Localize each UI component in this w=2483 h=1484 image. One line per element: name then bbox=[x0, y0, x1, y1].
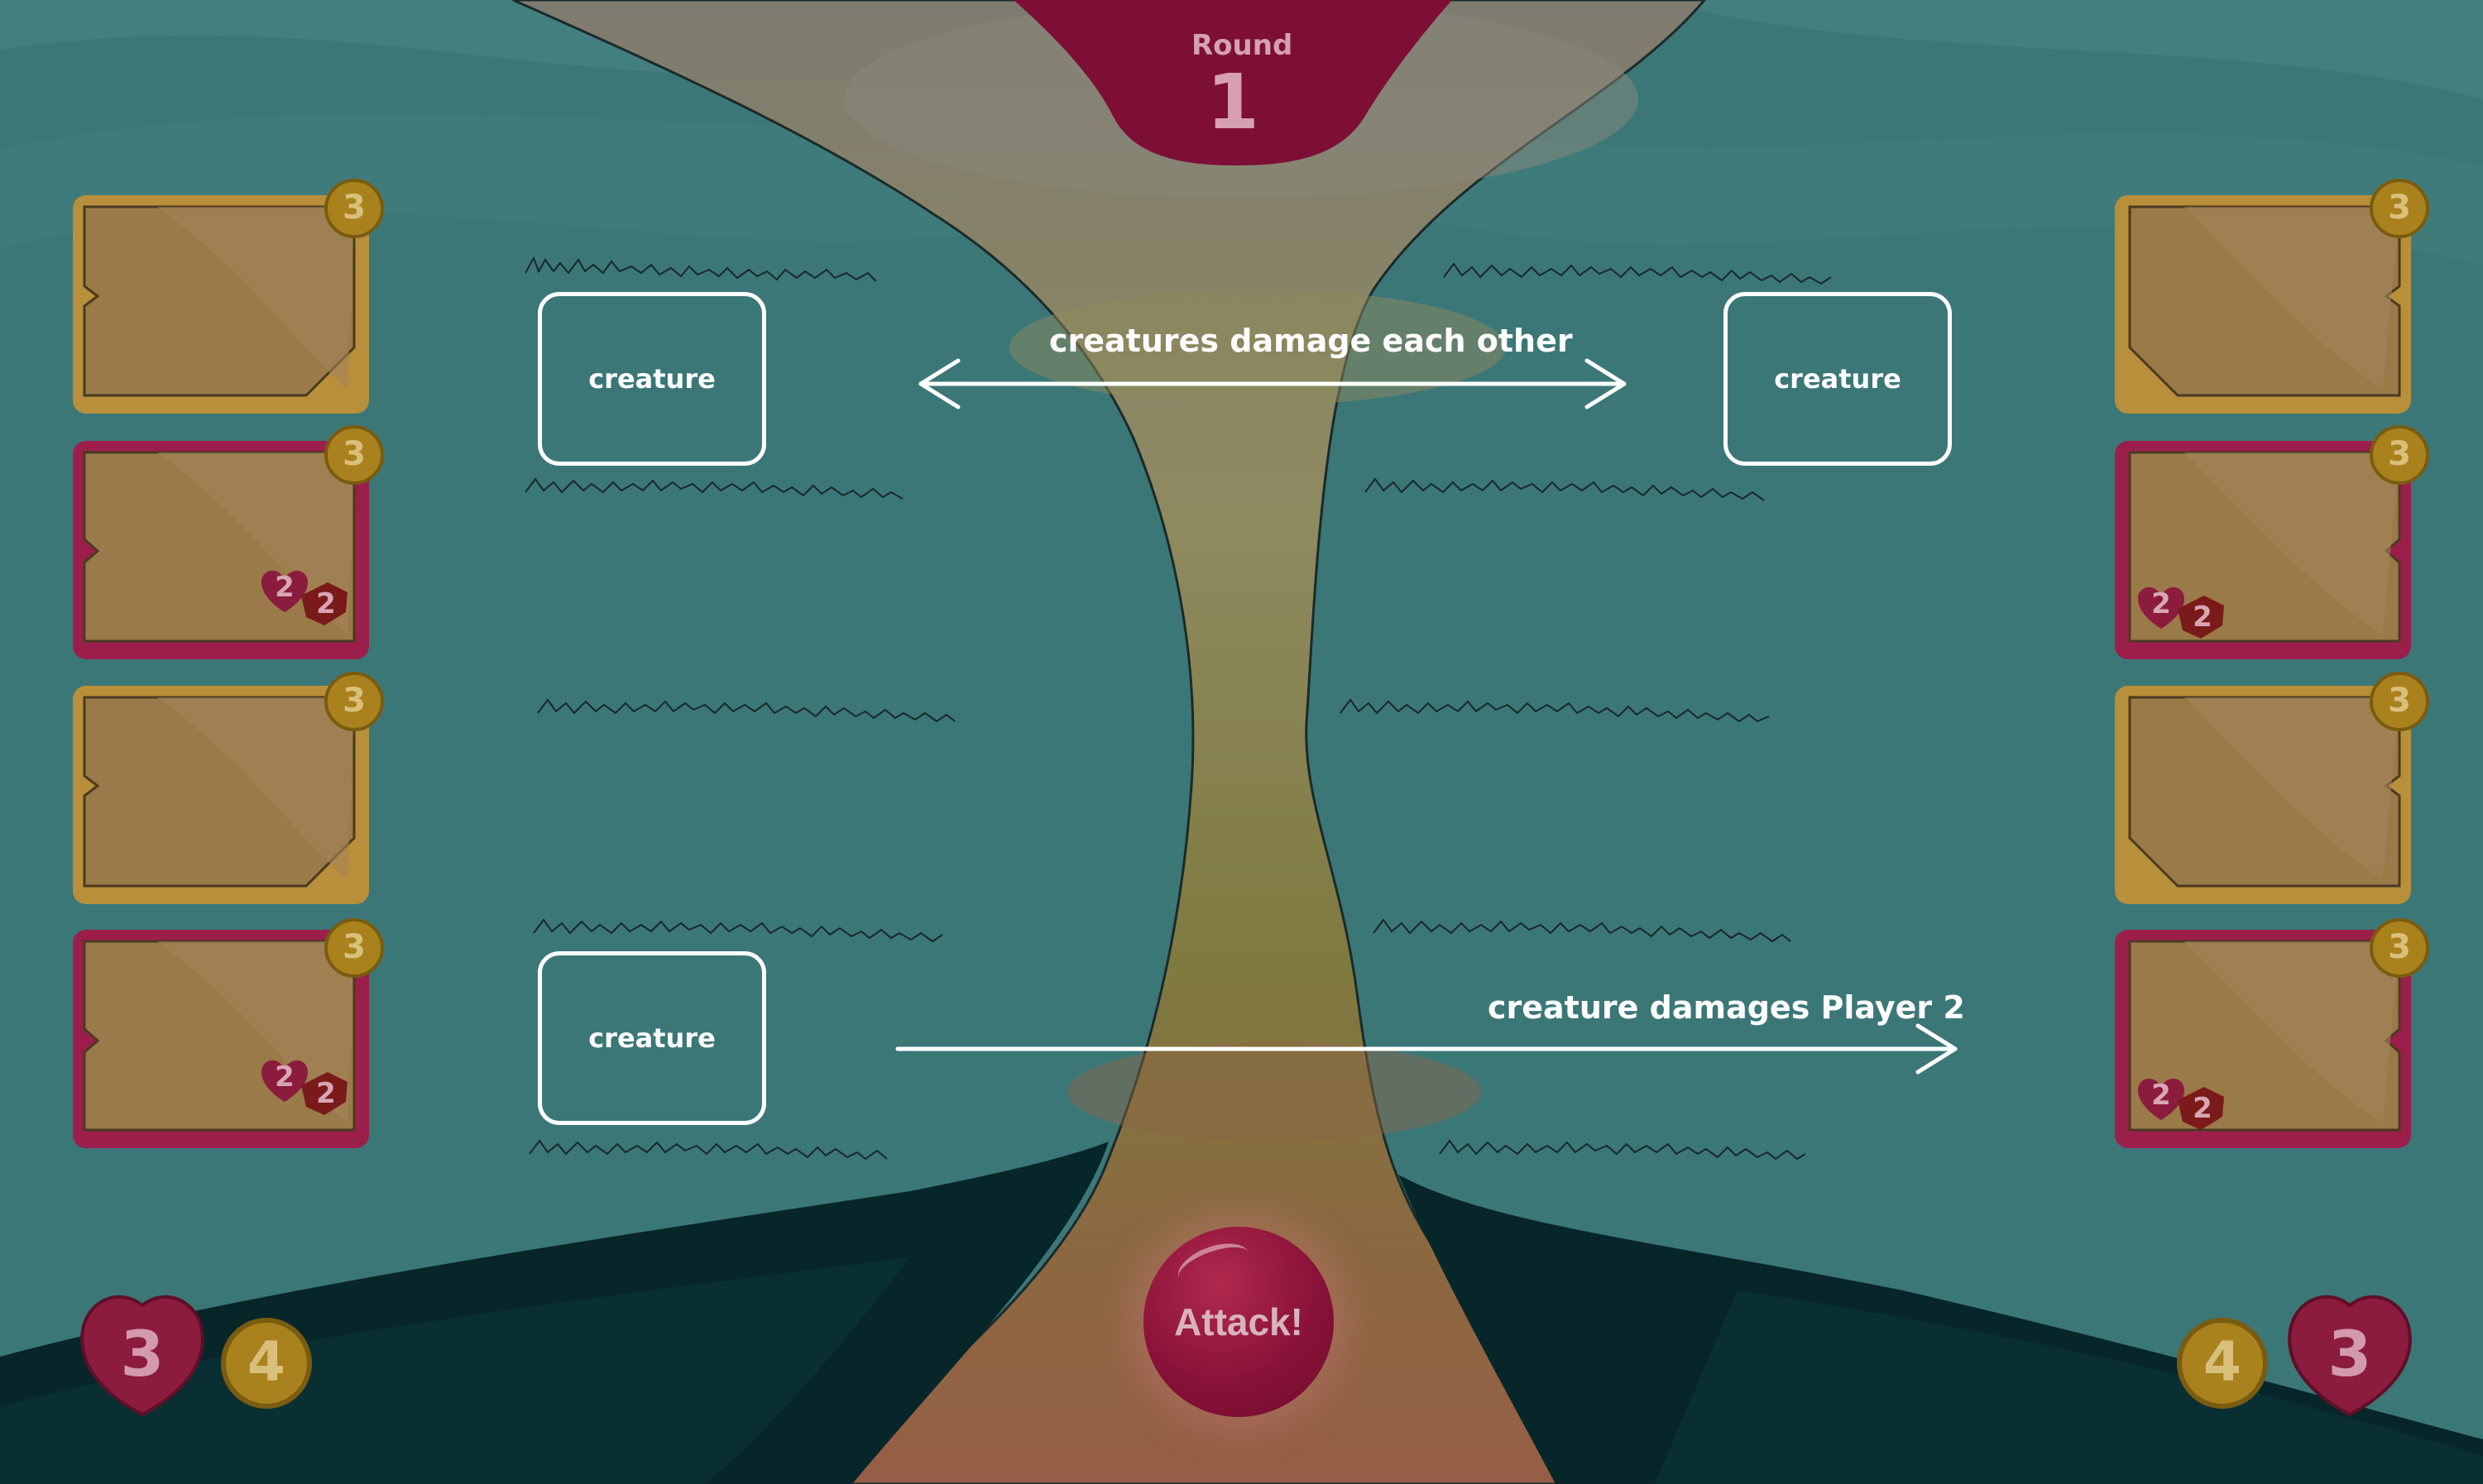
right-card-4-health: 2 bbox=[2151, 1079, 2171, 1112]
creature-slot-label: creature bbox=[588, 1022, 716, 1054]
creature-slot-label: creature bbox=[588, 363, 716, 395]
hand-card-right-3[interactable] bbox=[2115, 686, 2411, 904]
creature-slot-label: creature bbox=[1774, 363, 1901, 395]
creature-slot-player1-lane1[interactable]: creature bbox=[538, 292, 766, 466]
button-shine bbox=[1172, 1234, 1256, 1297]
hand-card-left-4[interactable] bbox=[73, 930, 369, 1148]
left-card-2-health: 2 bbox=[275, 571, 295, 604]
left-card-4-attack: 2 bbox=[316, 1077, 336, 1110]
hand-card-left-2[interactable] bbox=[73, 441, 369, 659]
hand-card-right-2[interactable] bbox=[2115, 441, 2411, 659]
player-damage-arrow bbox=[895, 1023, 1958, 1075]
round-banner bbox=[1014, 0, 1452, 165]
left-card-4-health: 2 bbox=[275, 1060, 295, 1094]
creature-slot-player1-lane4[interactable]: creature bbox=[538, 951, 766, 1125]
grass-lines bbox=[525, 256, 1832, 1161]
hand-card-left-3[interactable] bbox=[73, 686, 369, 904]
left-card-2-cost: 3 bbox=[343, 435, 366, 473]
player1-health-value: 3 bbox=[120, 1317, 165, 1391]
attack-button[interactable]: Attack! bbox=[1143, 1227, 1334, 1417]
round-number: 1 bbox=[1206, 58, 1259, 146]
right-card-2-attack: 2 bbox=[2193, 601, 2212, 634]
right-card-2-cost: 3 bbox=[2388, 435, 2411, 473]
hand-card-left-1[interactable] bbox=[73, 195, 369, 414]
player-damage-annotation: creature damages Player 2 bbox=[1488, 989, 1965, 1026]
right-card-4-cost: 3 bbox=[2388, 928, 2411, 966]
mutual-damage-annotation: creatures damage each other bbox=[1049, 323, 1573, 359]
attack-button-label: Attack! bbox=[1174, 1300, 1303, 1343]
creature-slot-player2-lane1[interactable]: creature bbox=[1723, 292, 1952, 466]
hand-card-right-1[interactable] bbox=[2115, 195, 2411, 414]
player2-health-value: 3 bbox=[2327, 1317, 2372, 1391]
player1-coins-value: 4 bbox=[247, 1330, 285, 1394]
right-card-3-cost: 3 bbox=[2388, 682, 2411, 720]
player2-coins-value: 4 bbox=[2203, 1330, 2241, 1394]
left-card-3-cost: 3 bbox=[343, 682, 366, 720]
left-card-4-cost: 3 bbox=[343, 928, 366, 966]
round-label: Round bbox=[1191, 29, 1293, 62]
left-card-2-attack: 2 bbox=[316, 587, 336, 620]
hand-card-right-4[interactable] bbox=[2115, 930, 2411, 1148]
mutual-damage-arrow bbox=[918, 358, 1627, 409]
right-card-4-attack: 2 bbox=[2193, 1092, 2212, 1125]
right-card-1-cost: 3 bbox=[2388, 189, 2411, 227]
right-card-2-health: 2 bbox=[2151, 587, 2171, 620]
left-card-1-cost: 3 bbox=[343, 189, 366, 227]
